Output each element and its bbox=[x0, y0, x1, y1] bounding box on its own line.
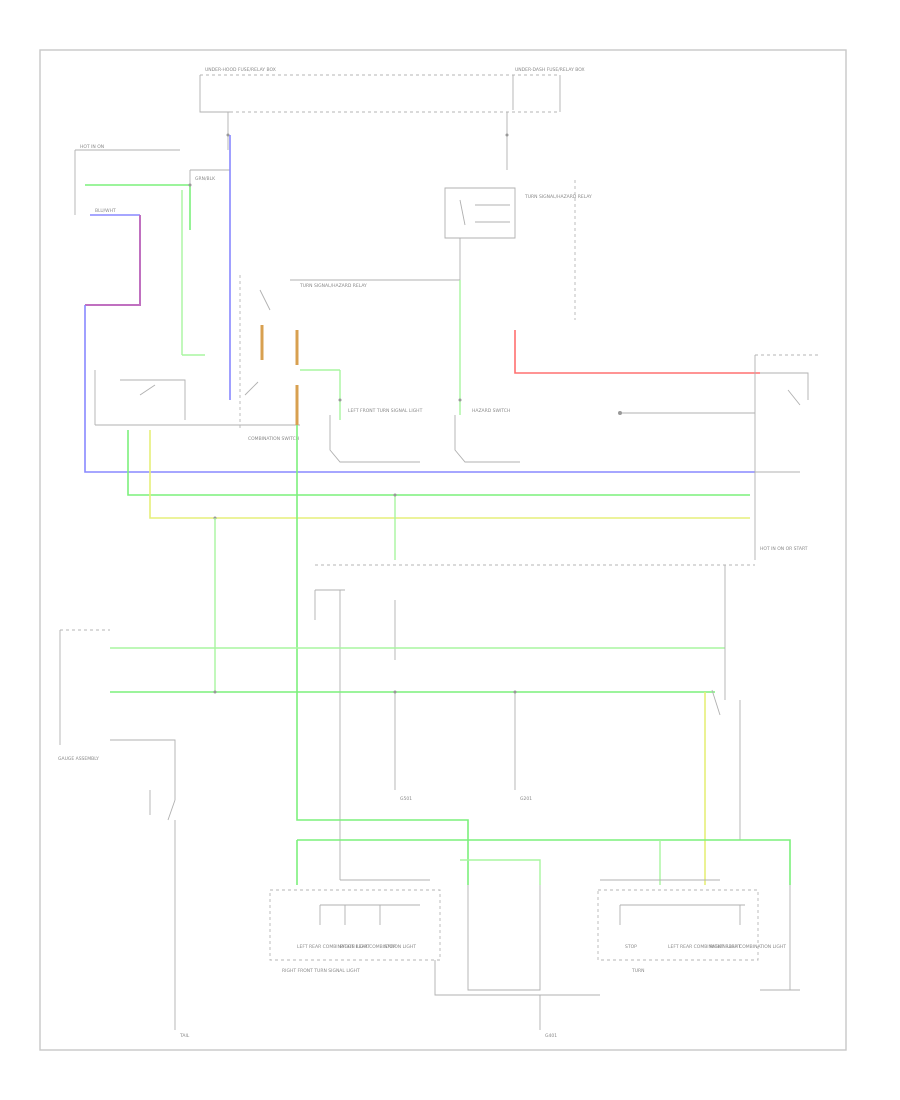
label-uhfb-top: UNDER-HOOD FUSE/RELAY BOX bbox=[205, 67, 276, 73]
label-stop-right: LEFT REAR COMBINATION LIGHT bbox=[668, 944, 741, 950]
label-ground-1: TAIL bbox=[179, 1033, 190, 1039]
label-ground-4: G201 bbox=[520, 796, 532, 802]
label-tail-right: STOP bbox=[625, 944, 637, 950]
label-turn-signal: TURN SIGNAL/HAZARD RELAY bbox=[524, 194, 592, 200]
gauge-assembly: GAUGE ASSEMBLY bbox=[58, 629, 725, 800]
label-right-rear-unit: TURN bbox=[631, 968, 645, 974]
front-turn-lights: LEFT FRONT TURN SIGNAL LIGHT HAZARD SWIT… bbox=[329, 408, 520, 463]
label-ground-2: G401 bbox=[545, 1033, 557, 1039]
middle-rear-lamps: G401 bbox=[434, 885, 600, 1039]
left-switch-cluster: HOT IN ON GRN/BLK bbox=[74, 144, 230, 230]
label-turn-left: RIGHT REAR COMBINATION LIGHT bbox=[340, 944, 416, 950]
top-fuse-boxes: UNDER-HOOD FUSE/RELAY BOX UNDER-DASH FUS… bbox=[199, 67, 585, 170]
hazard-switch: COMBINATION SWITCH bbox=[94, 370, 300, 442]
label-left-rear-unit: RIGHT FRONT TURN SIGNAL LIGHT bbox=[282, 968, 360, 974]
label-hot-always: HOT IN ON bbox=[80, 144, 104, 150]
left-rear-combination-light: LEFT REAR COMBINATION LIGHT RIGHT REAR C… bbox=[269, 889, 441, 974]
diagram-border bbox=[39, 49, 847, 1051]
rear-turn-indicators: G501 G201 bbox=[393, 690, 532, 802]
label-left-front-turn: HAZARD SWITCH bbox=[472, 408, 510, 414]
label-tail-left: STOP bbox=[384, 944, 396, 950]
label-gauge-assembly: GAUGE ASSEMBLY bbox=[58, 756, 99, 762]
label-ground-3: G501 bbox=[400, 796, 412, 802]
combination-switch: TURN SIGNAL/HAZARD RELAY bbox=[239, 275, 460, 430]
label-hazard-switch: COMBINATION SWITCH bbox=[248, 436, 299, 442]
right-rear-combination-light: STOP LEFT REAR COMBINATION LIGHT RIGHT R… bbox=[597, 889, 786, 974]
turn-signal-relay: TURN SIGNAL/HAZARD RELAY bbox=[444, 180, 592, 320]
label-uhdf-top: UNDER-DASH FUSE/RELAY BOX bbox=[515, 67, 585, 73]
label-stop-left: LEFT REAR COMBINATION LIGHT bbox=[297, 944, 370, 950]
label-turn-right: RIGHT REAR COMBINATION LIGHT bbox=[710, 944, 786, 950]
label-grn-blk-1: GRN/BLK bbox=[195, 176, 216, 182]
label-blu-wht: BLU/WHT bbox=[95, 208, 116, 214]
right-switch bbox=[618, 354, 820, 560]
label-hot-run: HOT IN ON OR START bbox=[760, 546, 808, 552]
label-right-front-turn: LEFT FRONT TURN SIGNAL LIGHT bbox=[348, 408, 423, 414]
lower-left-switch: TAIL bbox=[149, 790, 190, 1039]
label-comb-switch: TURN SIGNAL/HAZARD RELAY bbox=[299, 283, 367, 289]
